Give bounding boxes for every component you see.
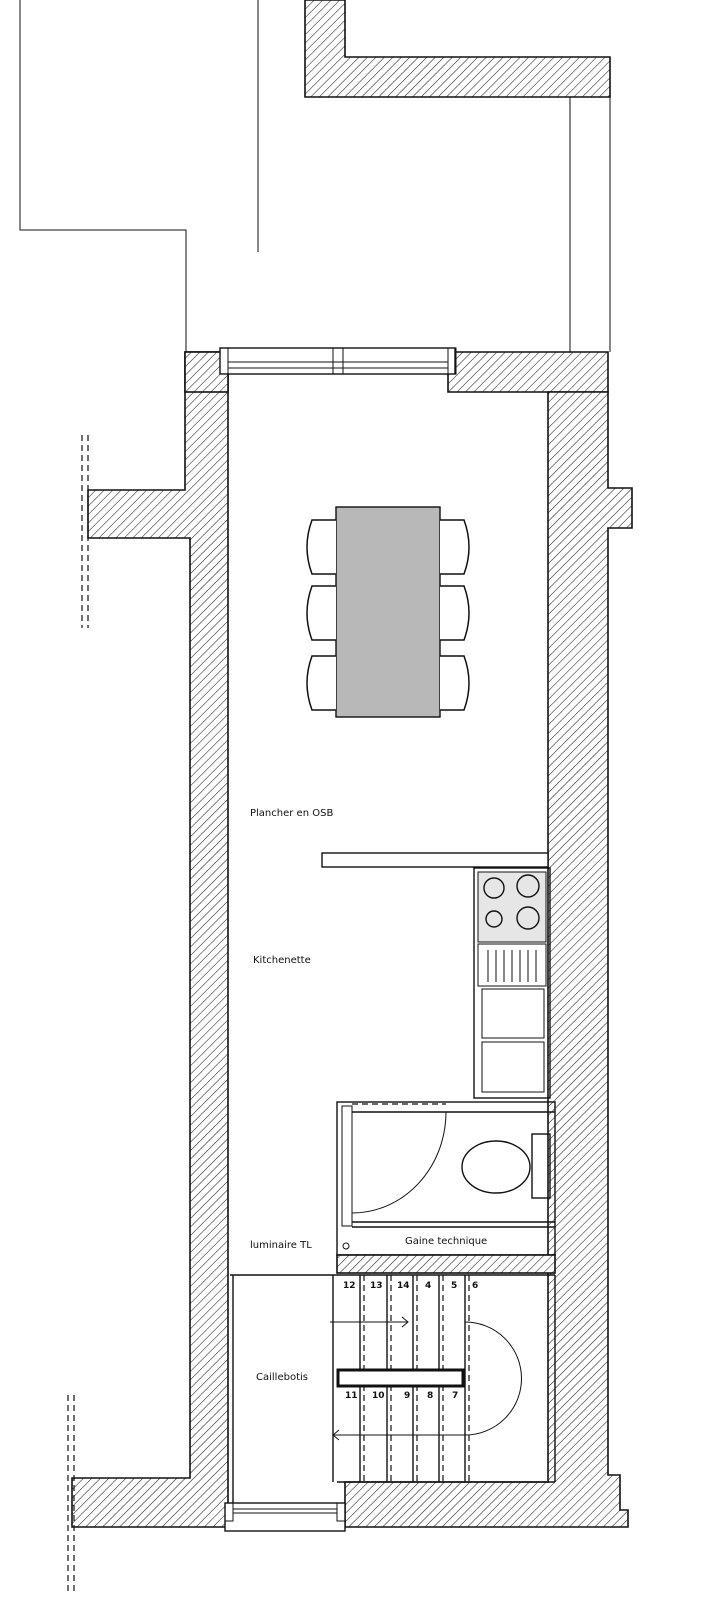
wall-right [344, 391, 633, 1528]
hob-burner [516, 874, 540, 898]
step-number: 4 [425, 1281, 431, 1291]
step-number: 6 [472, 1281, 478, 1291]
wc-room [336, 1101, 556, 1256]
dining-table [306, 506, 470, 718]
label-kitchenette: Kitchenette [253, 955, 311, 966]
light-fixture-icon [342, 1242, 350, 1250]
wall-duct [336, 1254, 556, 1274]
label-duct: Gaine technique [405, 1236, 487, 1247]
step-number: 10 [372, 1391, 385, 1401]
window-bottom [224, 1502, 346, 1532]
hob-burner [485, 910, 503, 928]
label-light: luminaire TL [250, 1240, 312, 1251]
stair-landing-beam [336, 1368, 465, 1388]
neighbor-outline [19, 0, 611, 352]
label-floor: Plancher en OSB [250, 808, 333, 819]
dashed-lines [67, 435, 89, 1595]
stair-treads [332, 1275, 470, 1482]
stair-turn-arc [464, 1321, 522, 1436]
step-number: 7 [452, 1391, 458, 1401]
counter-shelf [321, 852, 549, 868]
hob-burner [483, 877, 505, 899]
wall-top-right [447, 351, 609, 393]
step-number: 12 [343, 1281, 356, 1291]
step-number: 11 [345, 1391, 358, 1401]
step-number: 14 [397, 1281, 410, 1291]
window-top [219, 347, 457, 375]
step-number: 8 [427, 1391, 433, 1401]
step-number: 9 [404, 1391, 410, 1401]
wall-left [71, 351, 229, 1528]
label-grating: Caillebotis [256, 1372, 308, 1383]
step-number: 5 [451, 1281, 457, 1291]
stair-step-numbers: 12 13 14 4 5 6 11 10 9 8 7 [343, 1281, 478, 1401]
toilet [461, 1140, 531, 1194]
stair-room [230, 1274, 556, 1503]
stair-return-arrow [332, 1429, 465, 1441]
stair-direction-arrow [330, 1316, 409, 1328]
kitchen-unit [473, 867, 551, 1099]
chairs [306, 519, 470, 711]
hob-burner [516, 906, 540, 930]
step-number: 13 [370, 1281, 383, 1291]
